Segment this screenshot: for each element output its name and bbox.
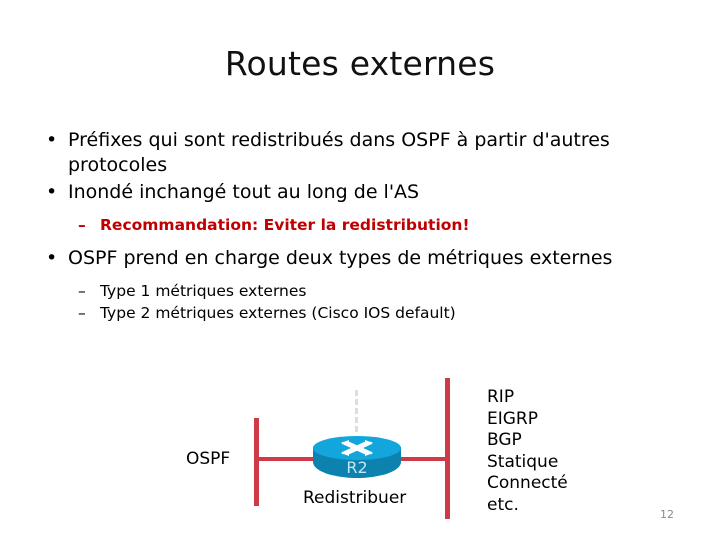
- protocol-item: Connecté: [487, 473, 568, 493]
- list-item-warning: – Recommandation: Eviter la redistributi…: [30, 214, 690, 236]
- list-item-text: Recommandation: Eviter la redistribution…: [100, 216, 470, 234]
- page-title: Routes externes: [224, 44, 496, 83]
- spacer: [30, 207, 690, 214]
- list-item: • Inondé inchangé tout au long de l'AS: [30, 180, 690, 205]
- page-number: 12: [660, 508, 674, 521]
- cisco-router-icon: R2: [313, 436, 401, 486]
- protocol-item: BGP: [487, 430, 522, 450]
- ospf-label: OSPF: [186, 449, 231, 469]
- list-item-text: Type 2 métriques externes (Cisco IOS def…: [100, 304, 456, 322]
- dashed-connector: [355, 390, 358, 432]
- protocol-list: RIP EIGRP BGP Statique Connecté etc.: [487, 387, 568, 516]
- protocol-item: EIGRP: [487, 408, 538, 429]
- bullet-marker: –: [78, 282, 86, 300]
- list-item: – Type 2 métriques externes (Cisco IOS d…: [30, 302, 690, 324]
- router-name: R2: [346, 458, 368, 477]
- list-item-text: OSPF prend en charge deux types de métri…: [68, 247, 613, 269]
- redistribute-caption: Redistribuer: [303, 488, 407, 508]
- bullet-marker: •: [46, 247, 58, 269]
- list-item: • Préfixes qui sont redistribués dans OS…: [30, 128, 690, 178]
- bullet-marker: •: [46, 181, 58, 203]
- list-item-text: Préfixes qui sont redistribués dans OSPF…: [68, 129, 610, 176]
- bullet-list: • Préfixes qui sont redistribués dans OS…: [30, 128, 690, 324]
- bullet-marker: –: [78, 216, 86, 234]
- spacer: [30, 236, 690, 246]
- list-item-text: Inondé inchangé tout au long de l'AS: [68, 181, 420, 203]
- list-item-text: Type 1 métriques externes: [100, 282, 307, 300]
- external-domain-line: [445, 378, 450, 519]
- router-arrows-icon: [341, 440, 373, 456]
- bullet-marker: •: [46, 129, 58, 151]
- protocol-item: RIP: [487, 387, 515, 407]
- protocol-item: etc.: [487, 494, 519, 515]
- bullet-marker: –: [78, 304, 86, 322]
- router-top: [313, 436, 401, 460]
- list-item: • OSPF prend en charge deux types de mét…: [30, 246, 690, 271]
- list-item: – Type 1 métriques externes: [30, 280, 690, 302]
- ospf-domain-line: [254, 418, 259, 506]
- protocol-item: Statique: [487, 451, 559, 472]
- network-diagram: OSPF R2 Redistribuer RIP EIGRP BGP Stati…: [0, 370, 720, 540]
- spacer: [30, 273, 690, 280]
